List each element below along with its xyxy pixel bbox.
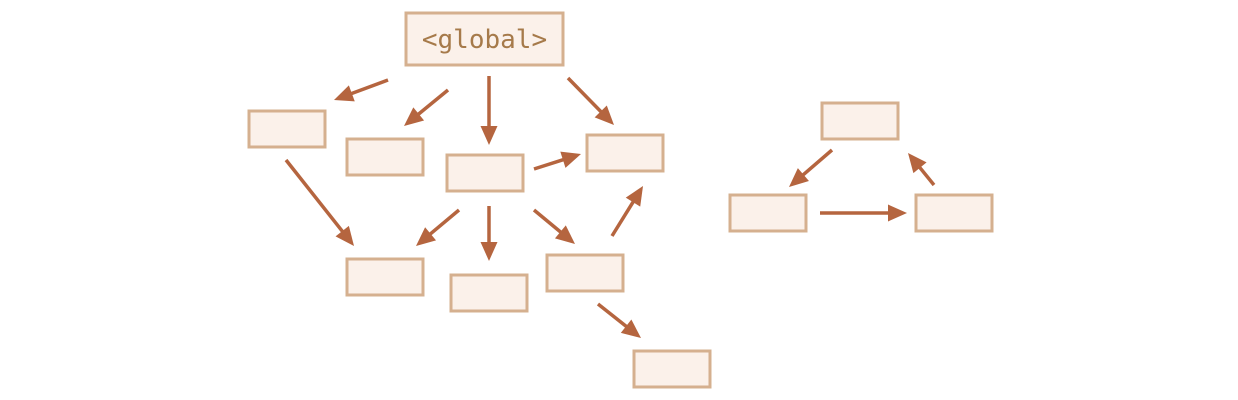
edge-global-to-center-arrowhead bbox=[480, 126, 498, 145]
edge-lower-right-to-upper-right-line bbox=[610, 199, 636, 237]
node-upper-right bbox=[585, 133, 665, 173]
edge-left-to-lower-left bbox=[284, 158, 354, 246]
edge-center-to-lower-right-arrowhead bbox=[554, 225, 575, 244]
edge-lower-right-to-upper-right-arrowhead bbox=[625, 186, 643, 207]
edge-center-to-upper-right-arrowhead bbox=[560, 151, 581, 168]
node-center bbox=[445, 153, 525, 193]
node-upper-right-box bbox=[585, 133, 665, 173]
node-lower-middle bbox=[449, 273, 529, 313]
edge-global-to-left bbox=[334, 78, 389, 102]
edge-island-top-to-island-left bbox=[789, 148, 834, 187]
edge-global-to-center bbox=[480, 76, 498, 145]
node-global: <global> bbox=[404, 11, 565, 67]
edge-left-to-lower-left-line bbox=[284, 158, 345, 234]
node-island-right-box bbox=[914, 193, 994, 233]
node-island-top-box bbox=[820, 101, 900, 141]
edge-lower-right-to-upper-right bbox=[610, 186, 643, 237]
edge-center-to-lower-middle bbox=[480, 206, 498, 261]
edge-island-right-to-island-top bbox=[908, 153, 936, 187]
edge-island-top-to-island-left-line bbox=[800, 148, 834, 178]
node-global-box bbox=[404, 11, 565, 67]
nodes: <global> bbox=[247, 11, 994, 389]
node-upper-middle-left bbox=[345, 137, 425, 177]
node-left-box bbox=[247, 109, 327, 149]
node-bottom-right-box bbox=[632, 349, 712, 389]
node-left bbox=[247, 109, 327, 149]
edge-lower-right-to-bottom-right-line bbox=[596, 302, 629, 329]
edges bbox=[284, 76, 936, 338]
edge-center-to-lower-left bbox=[416, 208, 461, 246]
node-island-left-box bbox=[728, 193, 808, 233]
node-upper-middle-left-box bbox=[345, 137, 425, 177]
edge-lower-right-to-bottom-right-arrowhead bbox=[620, 319, 641, 338]
node-lower-middle-box bbox=[449, 273, 529, 313]
node-lower-left bbox=[345, 257, 425, 297]
global-label: <global> bbox=[422, 25, 547, 55]
edge-center-to-lower-left-arrowhead bbox=[416, 227, 437, 246]
edge-left-to-lower-left-arrowhead bbox=[335, 225, 354, 246]
edge-global-to-upper-right-arrowhead bbox=[594, 105, 614, 125]
edge-global-to-upper-middle-left bbox=[404, 88, 450, 126]
node-island-top bbox=[820, 101, 900, 141]
node-lower-right bbox=[545, 253, 625, 293]
node-island-left bbox=[728, 193, 808, 233]
node-center-box bbox=[445, 153, 525, 193]
edge-island-right-to-island-top-line bbox=[917, 165, 936, 187]
node-island-right bbox=[914, 193, 994, 233]
edge-center-to-upper-right-line bbox=[533, 157, 566, 171]
edge-island-left-to-island-right-arrowhead bbox=[888, 204, 907, 222]
edge-center-to-lower-middle-arrowhead bbox=[480, 242, 498, 261]
edge-global-to-left-arrowhead bbox=[334, 85, 355, 102]
edge-lower-right-to-bottom-right bbox=[596, 302, 641, 338]
edge-global-to-left-line bbox=[349, 78, 389, 96]
node-lower-left-box bbox=[345, 257, 425, 297]
node-lower-right-box bbox=[545, 253, 625, 293]
node-bottom-right bbox=[632, 349, 712, 389]
edge-island-right-to-island-top-arrowhead bbox=[908, 153, 927, 174]
edge-island-left-to-island-right bbox=[820, 204, 907, 222]
edge-center-to-lower-left-line bbox=[427, 208, 461, 237]
edge-center-to-lower-right-line bbox=[532, 208, 564, 235]
edge-global-to-upper-middle-left-line bbox=[416, 88, 450, 117]
edge-center-to-upper-right bbox=[533, 151, 581, 171]
edge-global-to-upper-right-line bbox=[566, 76, 604, 115]
edge-center-to-lower-right bbox=[532, 208, 575, 244]
edge-global-to-upper-middle-left-arrowhead bbox=[404, 107, 425, 126]
edge-island-top-to-island-left-arrowhead bbox=[789, 168, 809, 187]
edge-global-to-upper-right bbox=[566, 76, 614, 125]
